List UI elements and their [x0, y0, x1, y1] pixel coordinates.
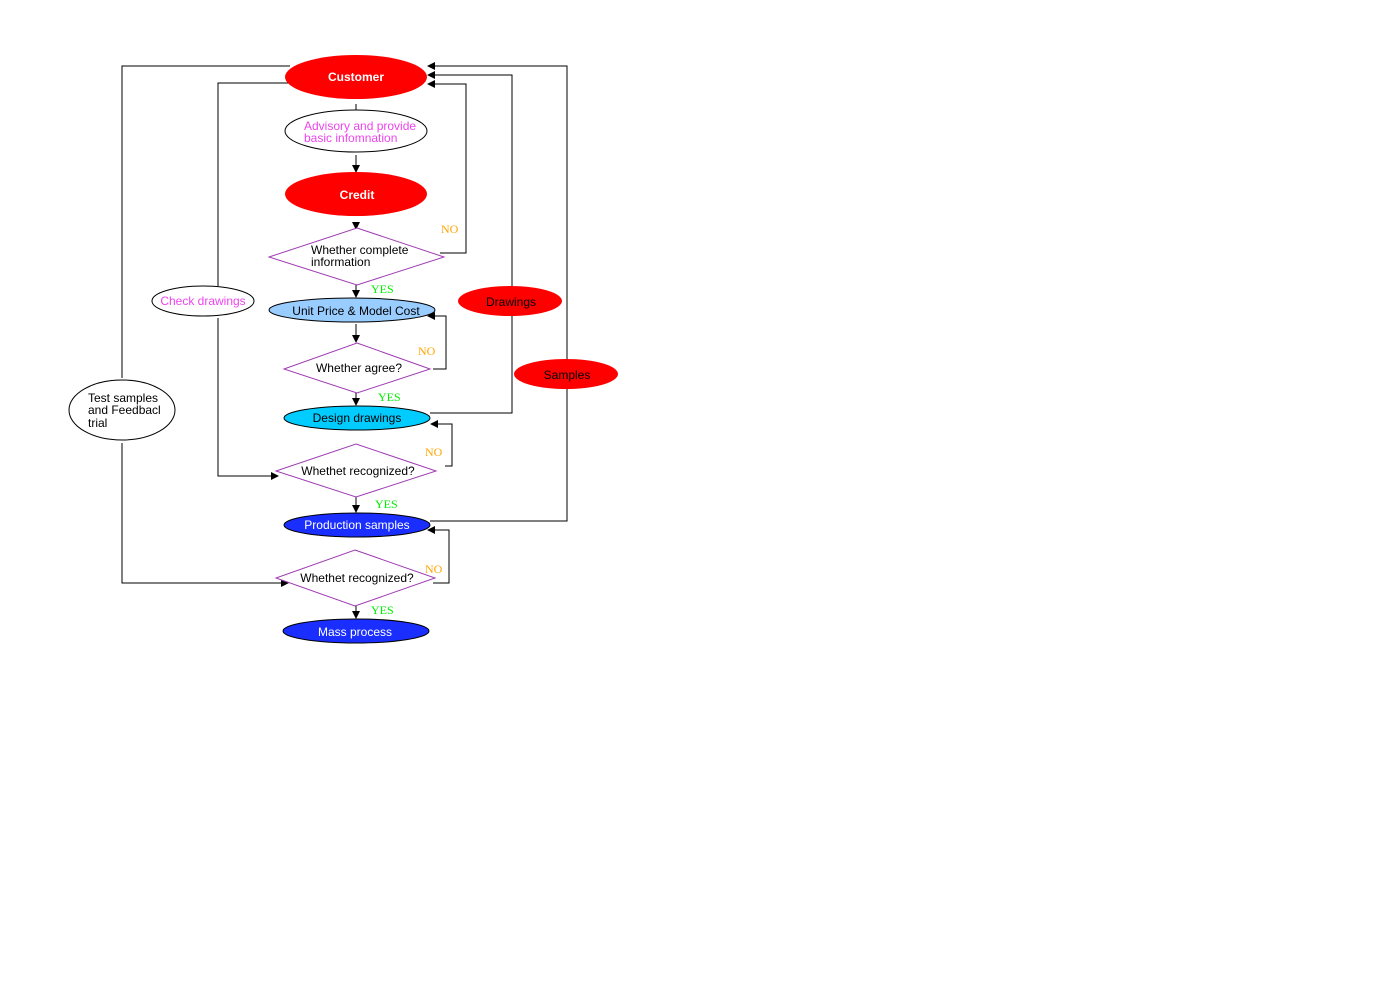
edge-production-samples-customer [427, 62, 568, 522]
unit-price-label: Unit Price & Model Cost [292, 304, 420, 318]
decision-recognized-2[interactable]: Whethet recognized? [274, 549, 437, 607]
customer-label: Customer [328, 70, 384, 84]
node-samples[interactable]: Samples [514, 359, 618, 389]
node-advisory[interactable]: Advisory and provide basic infomnation [284, 109, 428, 153]
edges [121, 62, 568, 619]
no-label-4: NO [425, 562, 443, 576]
edge-recognized2-no [427, 526, 450, 584]
node-mass-process[interactable]: Mass process [282, 618, 430, 644]
design-drawings-label: Design drawings [313, 411, 402, 425]
node-test-samples[interactable]: Test samples and Feedbacl trial [68, 379, 176, 441]
yes-label-1: YES [371, 282, 394, 296]
node-credit[interactable]: Credit [285, 172, 427, 216]
advisory-label-line2: basic infomnation [304, 131, 397, 145]
edge-agree-no [427, 312, 447, 370]
node-production-samples[interactable]: Production samples [283, 512, 431, 538]
decision-agree[interactable]: Whether agree? [282, 342, 432, 394]
recognized-2-label: Whethet recognized? [300, 571, 414, 585]
decision-complete-info[interactable]: Whether complete information [267, 227, 446, 286]
drawings-label: Drawings [486, 295, 536, 309]
no-label-2: NO [418, 344, 436, 358]
agree-label: Whether agree? [316, 361, 402, 375]
node-check-drawings[interactable]: Check drawings [151, 285, 255, 317]
edge-complete-no [427, 80, 467, 254]
test-samples-line1: Test samples [88, 391, 158, 405]
recognized-1-label: Whethet recognized? [301, 464, 415, 478]
complete-info-line1: Whether complete [311, 243, 409, 257]
no-label-1: NO [441, 222, 459, 236]
credit-label: Credit [340, 188, 375, 202]
node-design-drawings[interactable]: Design drawings [283, 405, 431, 431]
edge-design-drawings-customer [427, 71, 513, 414]
edge-recognized1-no [430, 420, 453, 467]
yes-label-4: YES [371, 603, 394, 617]
complete-info-line2: information [311, 255, 370, 269]
node-unit-price[interactable]: Unit Price & Model Cost [268, 297, 436, 323]
node-drawings[interactable]: Drawings [458, 286, 562, 316]
yes-label-2: YES [378, 390, 401, 404]
yes-label-3: YES [375, 497, 398, 511]
decision-recognized-1[interactable]: Whethet recognized? [274, 443, 438, 498]
node-customer[interactable]: Customer [285, 55, 427, 99]
check-drawings-label: Check drawings [160, 294, 245, 308]
no-label-3: NO [425, 445, 443, 459]
advisory-label-line1: Advisory and provide [304, 119, 416, 133]
edge-test-samples [121, 65, 290, 583]
samples-label: Samples [544, 368, 591, 382]
test-samples-line2: and Feedbacl [88, 403, 161, 417]
test-samples-line3: trial [88, 416, 107, 430]
production-samples-label: Production samples [304, 518, 409, 532]
edge-check-drawings [217, 82, 288, 476]
mass-process-label: Mass process [318, 625, 392, 639]
